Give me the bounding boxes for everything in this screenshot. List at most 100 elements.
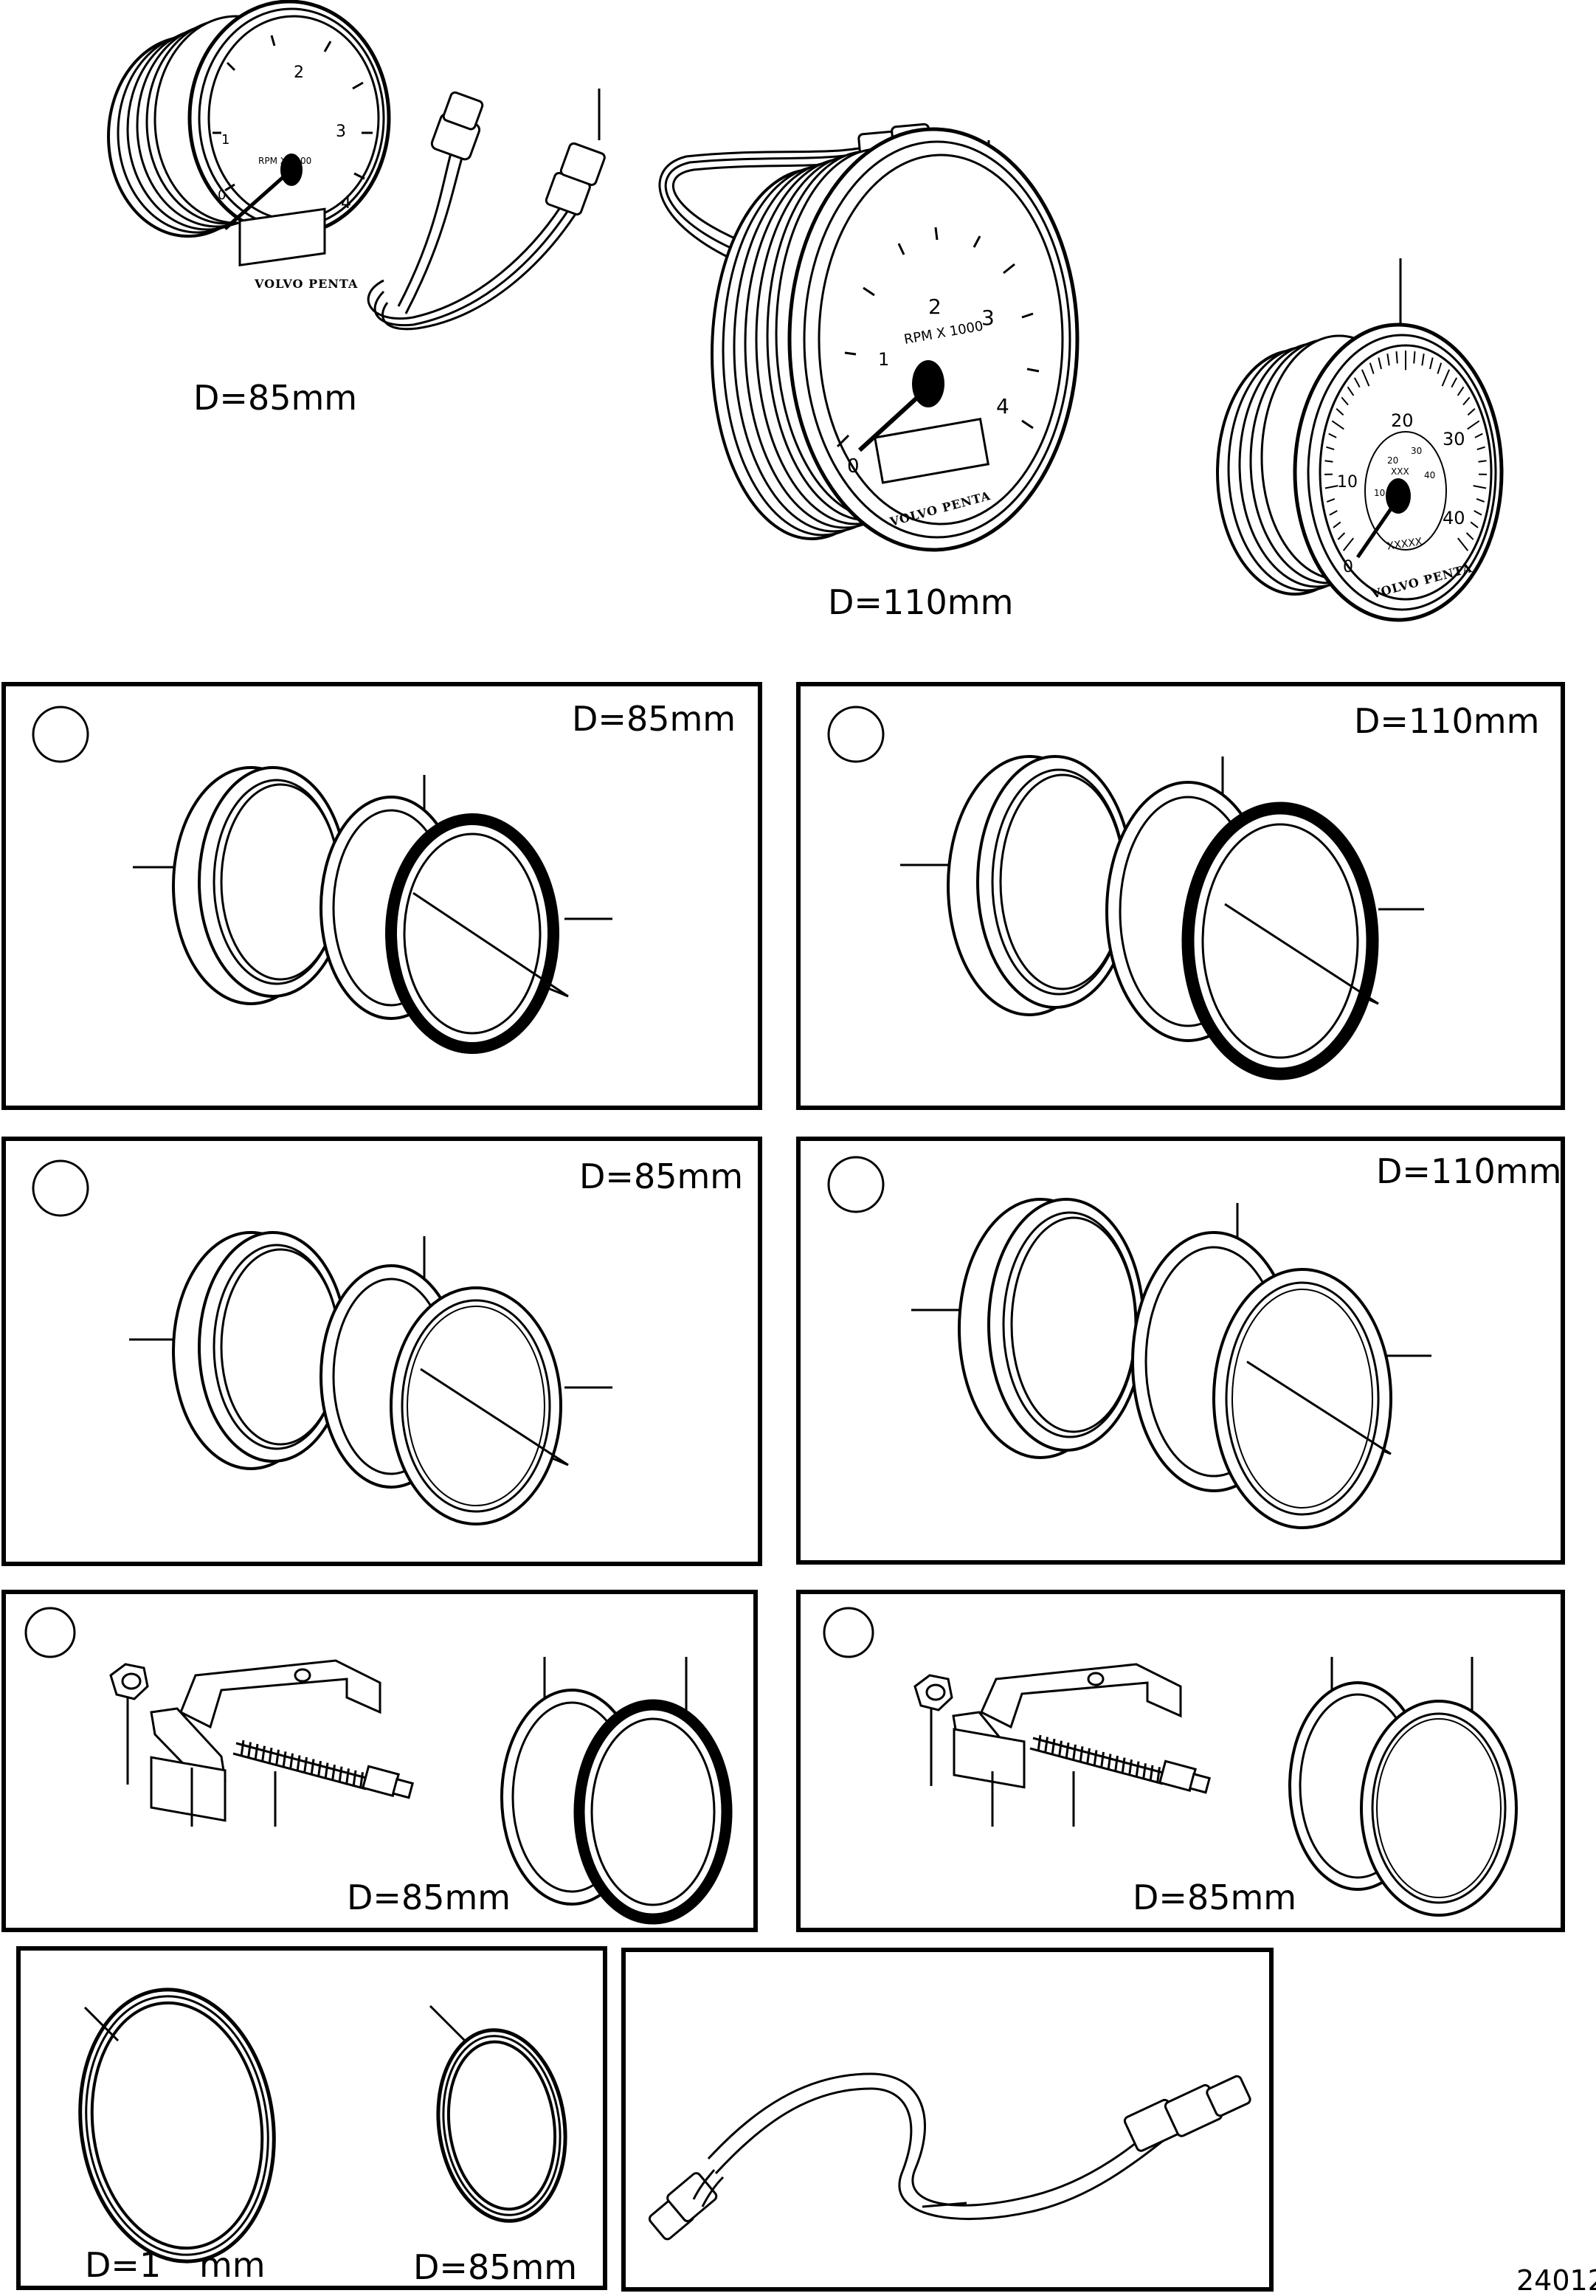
thread-ridge (1086, 1748, 1091, 1765)
ref-circle-4 (827, 1156, 885, 1213)
thread-ridge (1107, 1754, 1112, 1771)
speedo-bottom-unit: XXXXX (1386, 536, 1423, 553)
small-tach-tick-4: 4 (341, 194, 351, 213)
thread-ridge (1156, 1767, 1161, 1784)
speedo-scale-tick (1478, 460, 1487, 463)
speedo-scale-tick (1353, 377, 1361, 388)
speedo-scale-tick (1378, 357, 1382, 370)
thread-ridge (268, 1747, 273, 1765)
small-tachometer: 0 1 2 3 4 RPM X 1000 VOLVO PENTA D=85mm (107, 0, 391, 418)
thread-ridge (359, 1772, 364, 1789)
speedo-scale-tick (1421, 354, 1425, 366)
speedo-scale-tick (1361, 369, 1370, 387)
speedo-scale-tick (1474, 510, 1482, 516)
speedo-scale-tick (1329, 510, 1338, 516)
large-tach-tick-1: 1 (878, 349, 889, 370)
ref-circle-2 (827, 706, 885, 763)
panel-2-size-label: D=110mm (1354, 701, 1539, 741)
thread-ridge (352, 1770, 357, 1787)
speedo-scale-tick (1331, 420, 1344, 430)
speedo-scale-tick (1342, 537, 1354, 551)
thread-ridge (1058, 1740, 1063, 1757)
speedo-tick-10: 10 (1337, 473, 1358, 492)
thread-ridge (1100, 1751, 1105, 1769)
panel-3-size-label: D=85mm (579, 1156, 743, 1196)
thread-ridge (345, 1768, 350, 1785)
speedo-scale-tick (1341, 396, 1349, 406)
large-tach-tick-2: 2 (928, 294, 942, 319)
speedo-tick-20: 20 (1391, 410, 1414, 431)
thread-ridge (1051, 1738, 1056, 1756)
speedo-inner-tick-40: 40 (1424, 470, 1435, 480)
speedo-scale-tick (1476, 497, 1485, 503)
panel-7-size-label-b: D=85mm (413, 2247, 577, 2287)
speedo-scale-tick (1467, 420, 1480, 430)
thread-ridge (275, 1749, 280, 1767)
thread-ridge (303, 1757, 308, 1774)
speedo-scale-tick (1474, 432, 1483, 438)
large-tach-tick-3: 3 (981, 306, 995, 330)
thread-ridge (1142, 1763, 1147, 1780)
speedo-scale-tick (1369, 362, 1375, 374)
ref-circle-6 (823, 1607, 874, 1658)
panel-1-size-label: D=85mm (572, 699, 736, 739)
thread-ridge (1065, 1742, 1070, 1759)
speedo-inner-tick-20: 20 (1387, 455, 1398, 466)
panel-3: D=85mm (1, 1137, 762, 1566)
large-tach-size-label: D=110mm (828, 582, 1013, 622)
speedo-scale-tick (1429, 357, 1434, 370)
speedo-scale-tick (1337, 532, 1346, 540)
thread-ridge (310, 1759, 315, 1776)
speedo-scale-tick (1457, 386, 1465, 396)
speedo-scale-tick (1386, 354, 1390, 366)
speedo-scale-tick (1476, 446, 1485, 451)
thread-ridge (282, 1751, 287, 1768)
thread-ridge (1072, 1744, 1077, 1762)
thread-ridge (296, 1755, 301, 1772)
speedo-scale-tick (1441, 369, 1451, 387)
thread-ridge (1128, 1759, 1133, 1776)
ref-circle-5 (24, 1607, 76, 1658)
gauge-cable (367, 89, 606, 331)
speedo-scale-tick (1324, 460, 1333, 463)
speedo-inner-tick-10: 10 (1374, 488, 1385, 498)
thread-ridge (338, 1766, 343, 1783)
panel-8 (621, 1948, 1274, 2292)
speedo-scale-tick (1467, 408, 1476, 416)
thread-ridge (254, 1743, 259, 1761)
ref-circle-1 (32, 706, 89, 763)
speedo-scale-tick (1470, 521, 1479, 528)
thread-ridge (1044, 1737, 1049, 1754)
thread-ridge (1149, 1765, 1154, 1782)
thread-ridge (1114, 1755, 1119, 1773)
speedo-scale-tick (1328, 432, 1337, 438)
speedo-scale-tick (1326, 446, 1335, 451)
panel-6-size-label: D=85mm (1133, 1878, 1296, 1917)
speedo-scale-tick (1457, 537, 1469, 551)
small-tach-size-label: D=85mm (193, 378, 357, 418)
thread-ridge (324, 1762, 329, 1779)
speedo-scale-tick (1473, 485, 1487, 489)
speedo-tick-40: 40 (1443, 508, 1465, 528)
speedo-inner-unit: XXX (1391, 466, 1409, 477)
speedometer: 0 10 20 30 40 10 20 30 40 XXX XXXXX VOLV… (1216, 258, 1504, 622)
panel-7-size-label-a: D=1 (85, 2245, 161, 2285)
speedo-tick-0: 0 (1343, 558, 1353, 576)
thread-ridge (1093, 1750, 1098, 1767)
speedo-tick-30: 30 (1443, 429, 1465, 449)
speedo-scale-tick (1437, 362, 1443, 374)
thread-ridge (317, 1760, 322, 1778)
figure-reference: 24012 (1516, 2264, 1596, 2296)
panel-7-size-label-a-unit: mm (199, 2245, 266, 2285)
speedo-scale-tick (1451, 377, 1458, 388)
small-tach-tick-3: 3 (336, 123, 346, 141)
speedo-inner-tick-30: 30 (1411, 446, 1422, 456)
thread-ridge (247, 1742, 252, 1759)
speedo-scale-tick (1462, 396, 1471, 406)
thread-ridge (240, 1740, 245, 1757)
small-tach-tick-1: 1 (221, 132, 229, 148)
panel-4-size-label: D=110mm (1376, 1151, 1561, 1191)
panel-6: D=85mm (796, 1590, 1565, 1932)
panel-5-size-label: D=85mm (347, 1878, 511, 1917)
small-tach-brand: VOLVO PENTA (254, 277, 358, 291)
